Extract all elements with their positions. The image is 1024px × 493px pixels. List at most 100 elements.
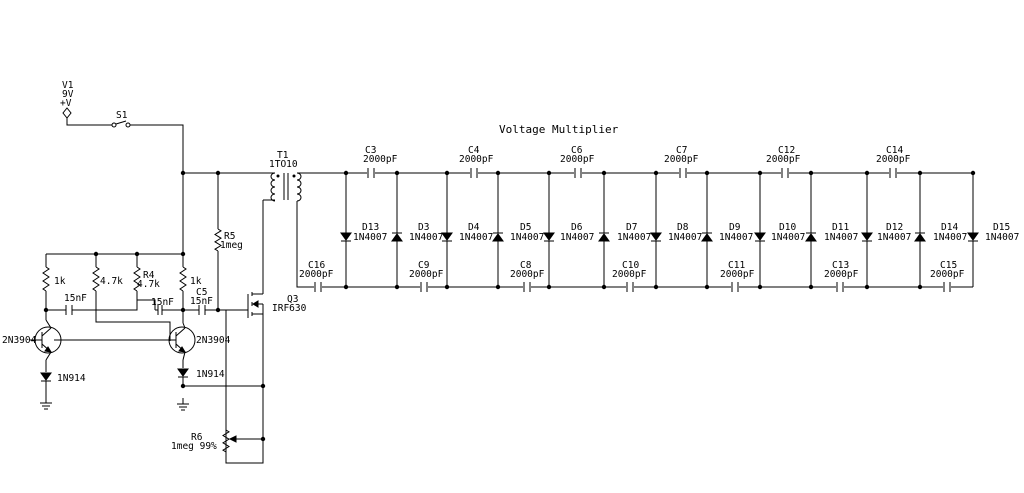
diode-d9 bbox=[701, 232, 713, 242]
wiper-arrow bbox=[228, 435, 237, 443]
diode-triangle bbox=[391, 233, 403, 242]
components bbox=[34, 107, 979, 453]
diode-value: 1N4007 bbox=[409, 232, 443, 243]
cap-bottom-value: 2000pF bbox=[409, 269, 444, 280]
diode-d14 bbox=[914, 232, 926, 242]
diode-value: 1N4007 bbox=[510, 232, 544, 243]
mosfet-arrow bbox=[252, 300, 259, 308]
wire bbox=[182, 351, 186, 361]
potentiometer-r6 bbox=[228, 435, 263, 443]
diode-d12 bbox=[861, 232, 873, 242]
source-value: 9V bbox=[62, 89, 74, 100]
diode-d13 bbox=[340, 232, 352, 242]
small-diode-2-value: 1N914 bbox=[196, 369, 225, 380]
cap-gap bbox=[523, 281, 531, 293]
resistor-body bbox=[42, 266, 50, 292]
diode-name: D6 bbox=[571, 222, 583, 233]
diode-d3 bbox=[391, 232, 403, 242]
diode-name: D5 bbox=[520, 222, 531, 233]
source-name: V1 bbox=[62, 80, 74, 91]
wire bbox=[296, 201, 313, 288]
transformer-t1 bbox=[270, 172, 302, 202]
switch-name: S1 bbox=[116, 110, 128, 121]
transistor-arrow bbox=[178, 346, 186, 353]
capacitor-c15 bbox=[943, 282, 951, 292]
capacitor-c8 bbox=[523, 282, 531, 292]
diode-value: 1N4007 bbox=[877, 232, 911, 243]
ground-symbol bbox=[177, 398, 189, 411]
capacitor-c3 bbox=[367, 168, 375, 178]
cap-gap bbox=[314, 281, 322, 293]
switch-contact bbox=[111, 122, 117, 128]
resistor-6-name: R6 bbox=[191, 432, 203, 443]
diode-value: 1N4007 bbox=[771, 232, 805, 243]
diode-value: 1N4007 bbox=[824, 232, 858, 243]
diode-value: 1N4007 bbox=[617, 232, 651, 243]
capacitor-15nf-middle bbox=[157, 305, 163, 315]
transformer-secondary-loop bbox=[296, 193, 302, 202]
resistor-1k-left bbox=[42, 266, 50, 292]
resistor-4-value: 1k bbox=[190, 276, 202, 287]
cap-top-name: C4 bbox=[468, 145, 480, 156]
diode-value: 1N4007 bbox=[933, 232, 967, 243]
capacitor-c10 bbox=[626, 282, 634, 292]
transistor-circle bbox=[168, 326, 196, 354]
cap-bottom-name: C13 bbox=[832, 260, 849, 271]
cap-gap bbox=[943, 281, 951, 293]
wire bbox=[72, 300, 138, 311]
cap-top-name: C3 bbox=[365, 145, 376, 156]
diode-name: D7 bbox=[626, 222, 637, 233]
mosfet-name: Q3 bbox=[287, 294, 298, 305]
diode-name: D8 bbox=[677, 222, 689, 233]
cap-top-name: C7 bbox=[676, 145, 687, 156]
resistor-1-value: 1k bbox=[54, 276, 66, 287]
timing-cap-1-value: 15nF bbox=[64, 293, 87, 304]
transistor-arrow bbox=[44, 346, 52, 353]
diode-name: D9 bbox=[729, 222, 741, 233]
resistor-5-value: 1meg bbox=[220, 240, 243, 251]
cap-bottom-value: 2000pF bbox=[824, 269, 859, 280]
wire bbox=[45, 351, 52, 361]
diode-triangle bbox=[177, 368, 189, 377]
resistor-body bbox=[92, 266, 100, 292]
capacitor-c4 bbox=[470, 168, 478, 178]
multiplier-labels: C32000pFC42000pFC62000pFC72000pFC122000p… bbox=[299, 145, 1019, 280]
diode-d6 bbox=[543, 232, 555, 242]
cap-gap bbox=[420, 281, 428, 293]
capacitor-c16 bbox=[314, 282, 322, 292]
diode-triangle bbox=[441, 232, 453, 241]
cap-gap bbox=[731, 281, 739, 293]
diode-triangle bbox=[754, 232, 766, 241]
transformer-secondary-loop bbox=[296, 179, 302, 188]
wire bbox=[130, 124, 184, 254]
diode-d10 bbox=[754, 232, 766, 242]
diode-value: 1N4007 bbox=[719, 232, 753, 243]
diode-d7 bbox=[598, 232, 610, 242]
cap-bottom-name: C8 bbox=[520, 260, 532, 271]
diode-value: 1N4007 bbox=[668, 232, 702, 243]
junction-dot bbox=[180, 307, 186, 313]
cap-top-value: 2000pF bbox=[459, 154, 494, 165]
timing-cap-2-value: 15nF bbox=[151, 297, 174, 308]
switch-lever bbox=[115, 120, 127, 125]
mosfet-value: IRF630 bbox=[272, 303, 307, 314]
cap-bottom-name: C10 bbox=[622, 260, 639, 271]
resistor-body bbox=[214, 228, 222, 252]
cap-bottom-value: 2000pF bbox=[612, 269, 647, 280]
diode-name: D4 bbox=[468, 222, 480, 233]
transformer-name: T1 bbox=[277, 150, 289, 161]
capacitor-c7 bbox=[679, 168, 687, 178]
transistor-2n3904-right bbox=[168, 326, 196, 354]
cap-gap bbox=[626, 281, 634, 293]
transformer-primary-loop bbox=[270, 186, 276, 195]
source-terminal-symbol bbox=[62, 107, 72, 119]
cap-bottom-name: C15 bbox=[940, 260, 957, 271]
cap-gap bbox=[679, 167, 687, 179]
transistor-2-value: 2N3904 bbox=[196, 335, 231, 346]
cap-gap bbox=[889, 167, 897, 179]
diagram-title: Voltage Multiplier bbox=[499, 123, 619, 136]
diode-name: D11 bbox=[832, 222, 849, 233]
cap-top-value: 2000pF bbox=[876, 154, 911, 165]
diode-triangle bbox=[492, 233, 504, 242]
cap-bottom-value: 2000pF bbox=[720, 269, 755, 280]
